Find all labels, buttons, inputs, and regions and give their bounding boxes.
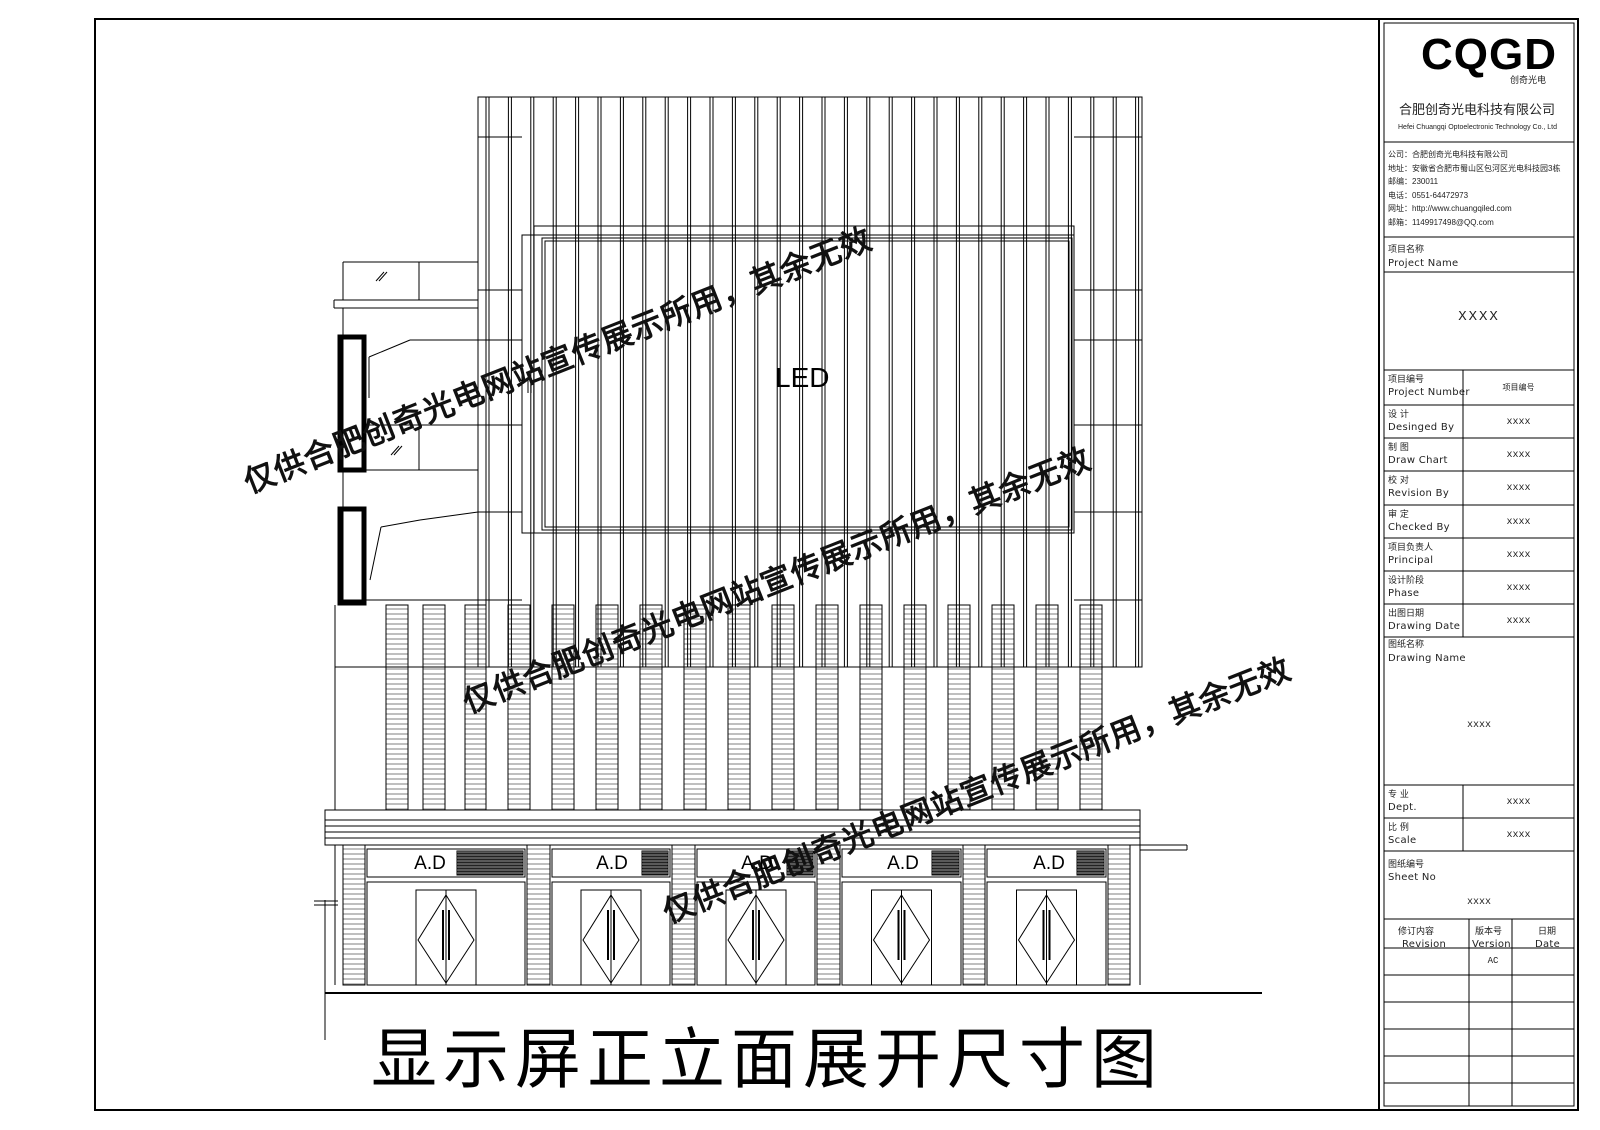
tb-row-label-en: Principal — [1388, 555, 1434, 566]
tb-row-label-cn: 设计阶段 — [1388, 576, 1425, 586]
tb-row-value: xxxx — [1506, 616, 1531, 627]
tb-row-label-en: Project Number — [1388, 387, 1470, 398]
contact-line: 邮箱：1149917498@QQ.com — [1388, 217, 1494, 227]
revision-version-value: AC — [1487, 956, 1499, 966]
tb-row-value: xxxx — [1506, 550, 1531, 561]
revision-header-cn: 修订内容 — [1398, 927, 1435, 937]
tb-row-value: 项目编号 — [1502, 383, 1535, 392]
tb-row-label-cn: 出图日期 — [1388, 609, 1425, 619]
tb-row-value: xxxx — [1506, 483, 1531, 494]
version-header-en: Version — [1472, 939, 1511, 950]
logo-subtitle: 创奇光电 — [1510, 76, 1547, 86]
ad-sign-2: A.D — [596, 853, 628, 874]
tb-row-label-en: Revision By — [1388, 488, 1450, 499]
ad-sign-5: A.D — [1033, 853, 1065, 874]
tb-row-label-cn: 项目负责人 — [1388, 543, 1434, 553]
tb-row-label-en: Checked By — [1388, 522, 1450, 533]
project-name-label-en: Project Name — [1388, 258, 1459, 269]
led-label: LED — [775, 362, 830, 393]
date-header-cn: 日期 — [1538, 927, 1557, 937]
ad-sign-3: A.D — [741, 853, 773, 874]
version-header-cn: 版本号 — [1475, 927, 1503, 937]
drawing-name-value: xxxx — [1466, 720, 1491, 731]
tb-row-value: xxxx — [1506, 417, 1531, 428]
sheet-no-label-cn: 图纸编号 — [1388, 860, 1425, 870]
sheet-frame — [94, 18, 1579, 1111]
contact-line: 公司：合肥创奇光电科技有限公司 — [1388, 150, 1508, 159]
tb-row-label-en: Desinged By — [1388, 422, 1455, 433]
tb-row-label-en: Dept. — [1388, 802, 1417, 813]
tb-row-value: xxxx — [1506, 450, 1531, 461]
tb-row-label-en: Draw Chart — [1388, 455, 1448, 466]
revision-header-en: Revision — [1402, 939, 1447, 950]
title-block-grid — [1383, 22, 1575, 1107]
sheet-no-label-en: Sheet No — [1388, 872, 1437, 883]
tb-row-value: xxxx — [1506, 517, 1531, 528]
ad-sign-1: A.D — [414, 853, 446, 874]
tb-row-label-cn: 设 计 — [1388, 410, 1409, 420]
contact-info: 公司：合肥创奇光电科技有限公司 地址：安徽省合肥市蜀山区包河区光电科技园3栋 邮… — [1388, 148, 1574, 229]
drawing-title: 显示屏正立面展开尺寸图 — [371, 1021, 1163, 1098]
tb-row-value: xxxx — [1506, 830, 1531, 841]
canopy — [324, 809, 1188, 851]
tb-row-label-cn: 项目编号 — [1388, 375, 1425, 385]
company-name-en: Hefei Chuangqi Optoelectronic Technology… — [1398, 124, 1558, 131]
side-sign-lower — [337, 506, 367, 606]
tb-row-label-cn: 专 业 — [1388, 790, 1409, 800]
tb-row-value: xxxx — [1506, 583, 1531, 594]
tb-row-label-en: Phase — [1388, 588, 1420, 599]
contact-line: 邮编：230011 — [1388, 177, 1439, 186]
company-name-cn: 合肥创奇光电科技有限公司 — [1399, 103, 1556, 118]
ad-sign-4: A.D — [887, 853, 919, 874]
tb-row-label-en: Scale — [1388, 835, 1417, 846]
tb-row-label-cn: 比 例 — [1388, 823, 1409, 833]
tb-row-value: xxxx — [1506, 797, 1531, 808]
tb-row-label-cn: 校 对 — [1388, 476, 1409, 486]
company-logo: CQGD — [1421, 30, 1557, 79]
side-sign-upper — [337, 334, 367, 473]
project-name-label-cn: 项目名称 — [1388, 245, 1425, 255]
project-name-value: XXXX — [1458, 309, 1500, 325]
drawing-name-label-cn: 图纸名称 — [1388, 640, 1425, 650]
contact-line: 网址：http://www.chuangqiled.com — [1388, 204, 1512, 213]
contact-line: 地址：安徽省合肥市蜀山区包河区光电科技园3栋 — [1388, 163, 1561, 173]
drawing-name-label-en: Drawing Name — [1388, 653, 1466, 664]
curtain-wall — [477, 96, 1143, 668]
date-header-en: Date — [1535, 939, 1561, 950]
led-screen — [521, 225, 1075, 534]
tb-row-label-cn: 制 图 — [1388, 443, 1409, 453]
contact-line: 电话：0551-64472973 — [1388, 190, 1469, 200]
tb-row-label-en: Drawing Date — [1388, 621, 1461, 632]
ground-floor — [334, 844, 1141, 986]
tb-row-label-cn: 审 定 — [1388, 510, 1409, 520]
left-annex — [333, 261, 479, 810]
sheet-no-value: xxxx — [1466, 897, 1491, 908]
